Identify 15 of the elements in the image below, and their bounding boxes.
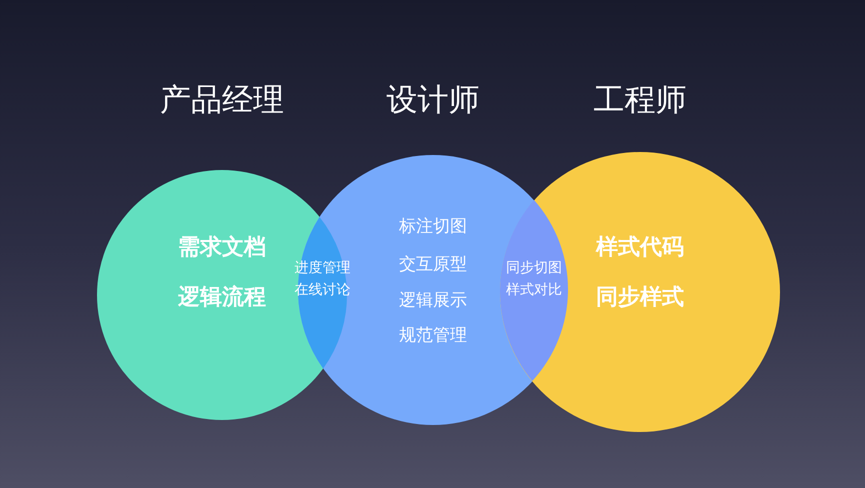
item-text: 逻辑流程	[178, 284, 266, 312]
item-text: 同步样式	[596, 284, 684, 312]
item-text: 逻辑展示	[399, 290, 467, 312]
item-text: 样式代码	[596, 234, 684, 262]
role-title: 产品经理	[160, 81, 284, 120]
item-text: 同步切图	[506, 258, 562, 277]
item-text: 进度管理	[294, 258, 350, 277]
item-text: 标注切图	[399, 216, 467, 238]
role-title: 设计师	[386, 81, 480, 120]
role-title: 工程师	[594, 81, 686, 120]
item-text: 样式对比	[506, 280, 562, 299]
item-text: 交互原型	[399, 254, 467, 276]
item-text: 需求文档	[178, 234, 266, 262]
item-text: 在线讨论	[294, 280, 350, 299]
item-text: 规范管理	[399, 324, 467, 346]
